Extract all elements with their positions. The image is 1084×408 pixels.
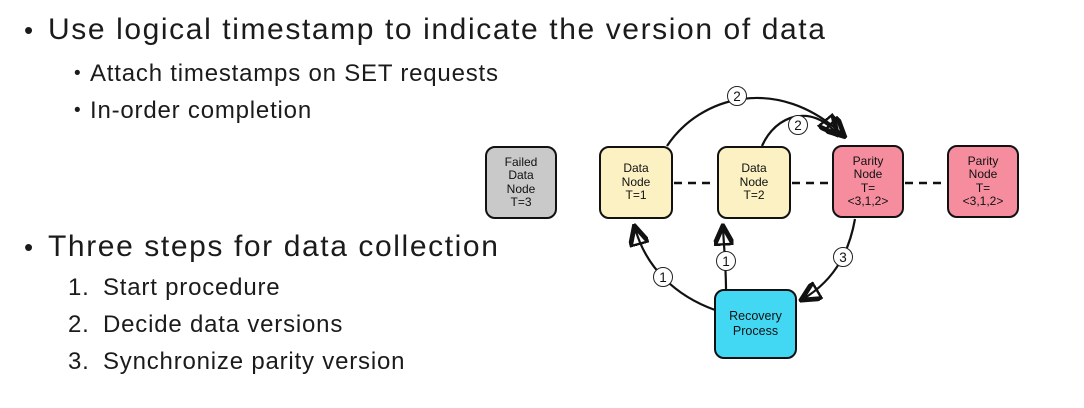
bullet-icon: • xyxy=(24,15,35,45)
node-line: Failed xyxy=(504,154,538,169)
data-node-1: Data Node T=1 xyxy=(599,146,673,219)
node-line: T= xyxy=(975,180,991,195)
node-line: T=2 xyxy=(743,188,765,203)
sub-bullet-1-text: Attach timestamps on SET requests xyxy=(90,60,499,87)
step-line-1: 1. Start procedure xyxy=(68,274,280,302)
step-label-2a: 2 xyxy=(727,86,747,106)
step-1-text: Start procedure xyxy=(103,274,281,301)
step-label-1b-text: 1 xyxy=(722,253,730,269)
arrow-recovery-to-data1 xyxy=(635,228,716,312)
step-label-2a-text: 2 xyxy=(733,88,741,104)
node-line: Parity xyxy=(852,153,884,168)
step-line-3: 3. Synchronize parity version xyxy=(68,348,405,376)
step-label-3: 3 xyxy=(833,247,853,267)
node-line: <3,1,2> xyxy=(847,194,889,208)
step-label-3-text: 3 xyxy=(839,249,847,265)
step-label-2b: 2 xyxy=(788,115,808,135)
bullet-icon: • xyxy=(24,232,35,262)
node-line: Process xyxy=(732,324,779,338)
node-line: Node xyxy=(853,167,883,181)
arrow-data1-to-parity1 xyxy=(666,96,843,147)
node-line: T=1 xyxy=(625,188,647,203)
step-3-text: Synchronize parity version xyxy=(103,348,406,375)
bullet-2-text: Three steps for data collection xyxy=(48,230,500,263)
sub-bullet-2-text: In-order completion xyxy=(90,97,312,124)
step-2-text: Decide data versions xyxy=(103,311,344,338)
step-label-2b-text: 2 xyxy=(794,117,802,133)
step-3-number: 3. xyxy=(68,348,90,375)
sub-bullet-line-1: • Attach timestamps on SET requests xyxy=(74,60,499,88)
bullet-line-1: • Use logical timestamp to indicate the … xyxy=(24,13,827,47)
failed-data-node: Failed Data Node T=3 xyxy=(485,146,557,219)
parity-node-2: Parity Node T= <3,1,2> xyxy=(947,145,1019,218)
node-line: Node xyxy=(968,167,998,181)
node-line: Parity xyxy=(967,153,999,168)
node-line: Node xyxy=(506,181,536,196)
node-line: Recovery xyxy=(729,309,782,323)
node-line: Node xyxy=(739,174,769,189)
bullet-line-2: • Three steps for data collection xyxy=(24,230,499,264)
node-line: Node xyxy=(621,174,651,189)
bullet-icon: • xyxy=(74,63,82,84)
step-label-1a: 1 xyxy=(653,267,673,287)
step-1-number: 1. xyxy=(68,274,90,301)
step-label-1b: 1 xyxy=(716,251,736,271)
step-2-number: 2. xyxy=(68,311,90,338)
bullet-1-text: Use logical timestamp to indicate the ve… xyxy=(48,13,827,46)
node-line: Data xyxy=(741,161,767,176)
node-line: T=3 xyxy=(510,195,532,209)
node-line: T= xyxy=(860,180,876,195)
sub-bullet-line-2: • In-order completion xyxy=(74,97,312,125)
node-line: Data xyxy=(508,168,534,182)
bullet-icon: • xyxy=(74,100,82,121)
parity-node-1: Parity Node T= <3,1,2> xyxy=(832,145,904,218)
node-line: <3,1,2> xyxy=(962,194,1004,208)
step-line-2: 2. Decide data versions xyxy=(68,311,343,339)
node-line: Data xyxy=(623,161,649,176)
recovery-process-node: Recovery Process xyxy=(714,289,797,359)
step-label-1a-text: 1 xyxy=(659,269,667,285)
data-node-2: Data Node T=2 xyxy=(717,146,791,219)
